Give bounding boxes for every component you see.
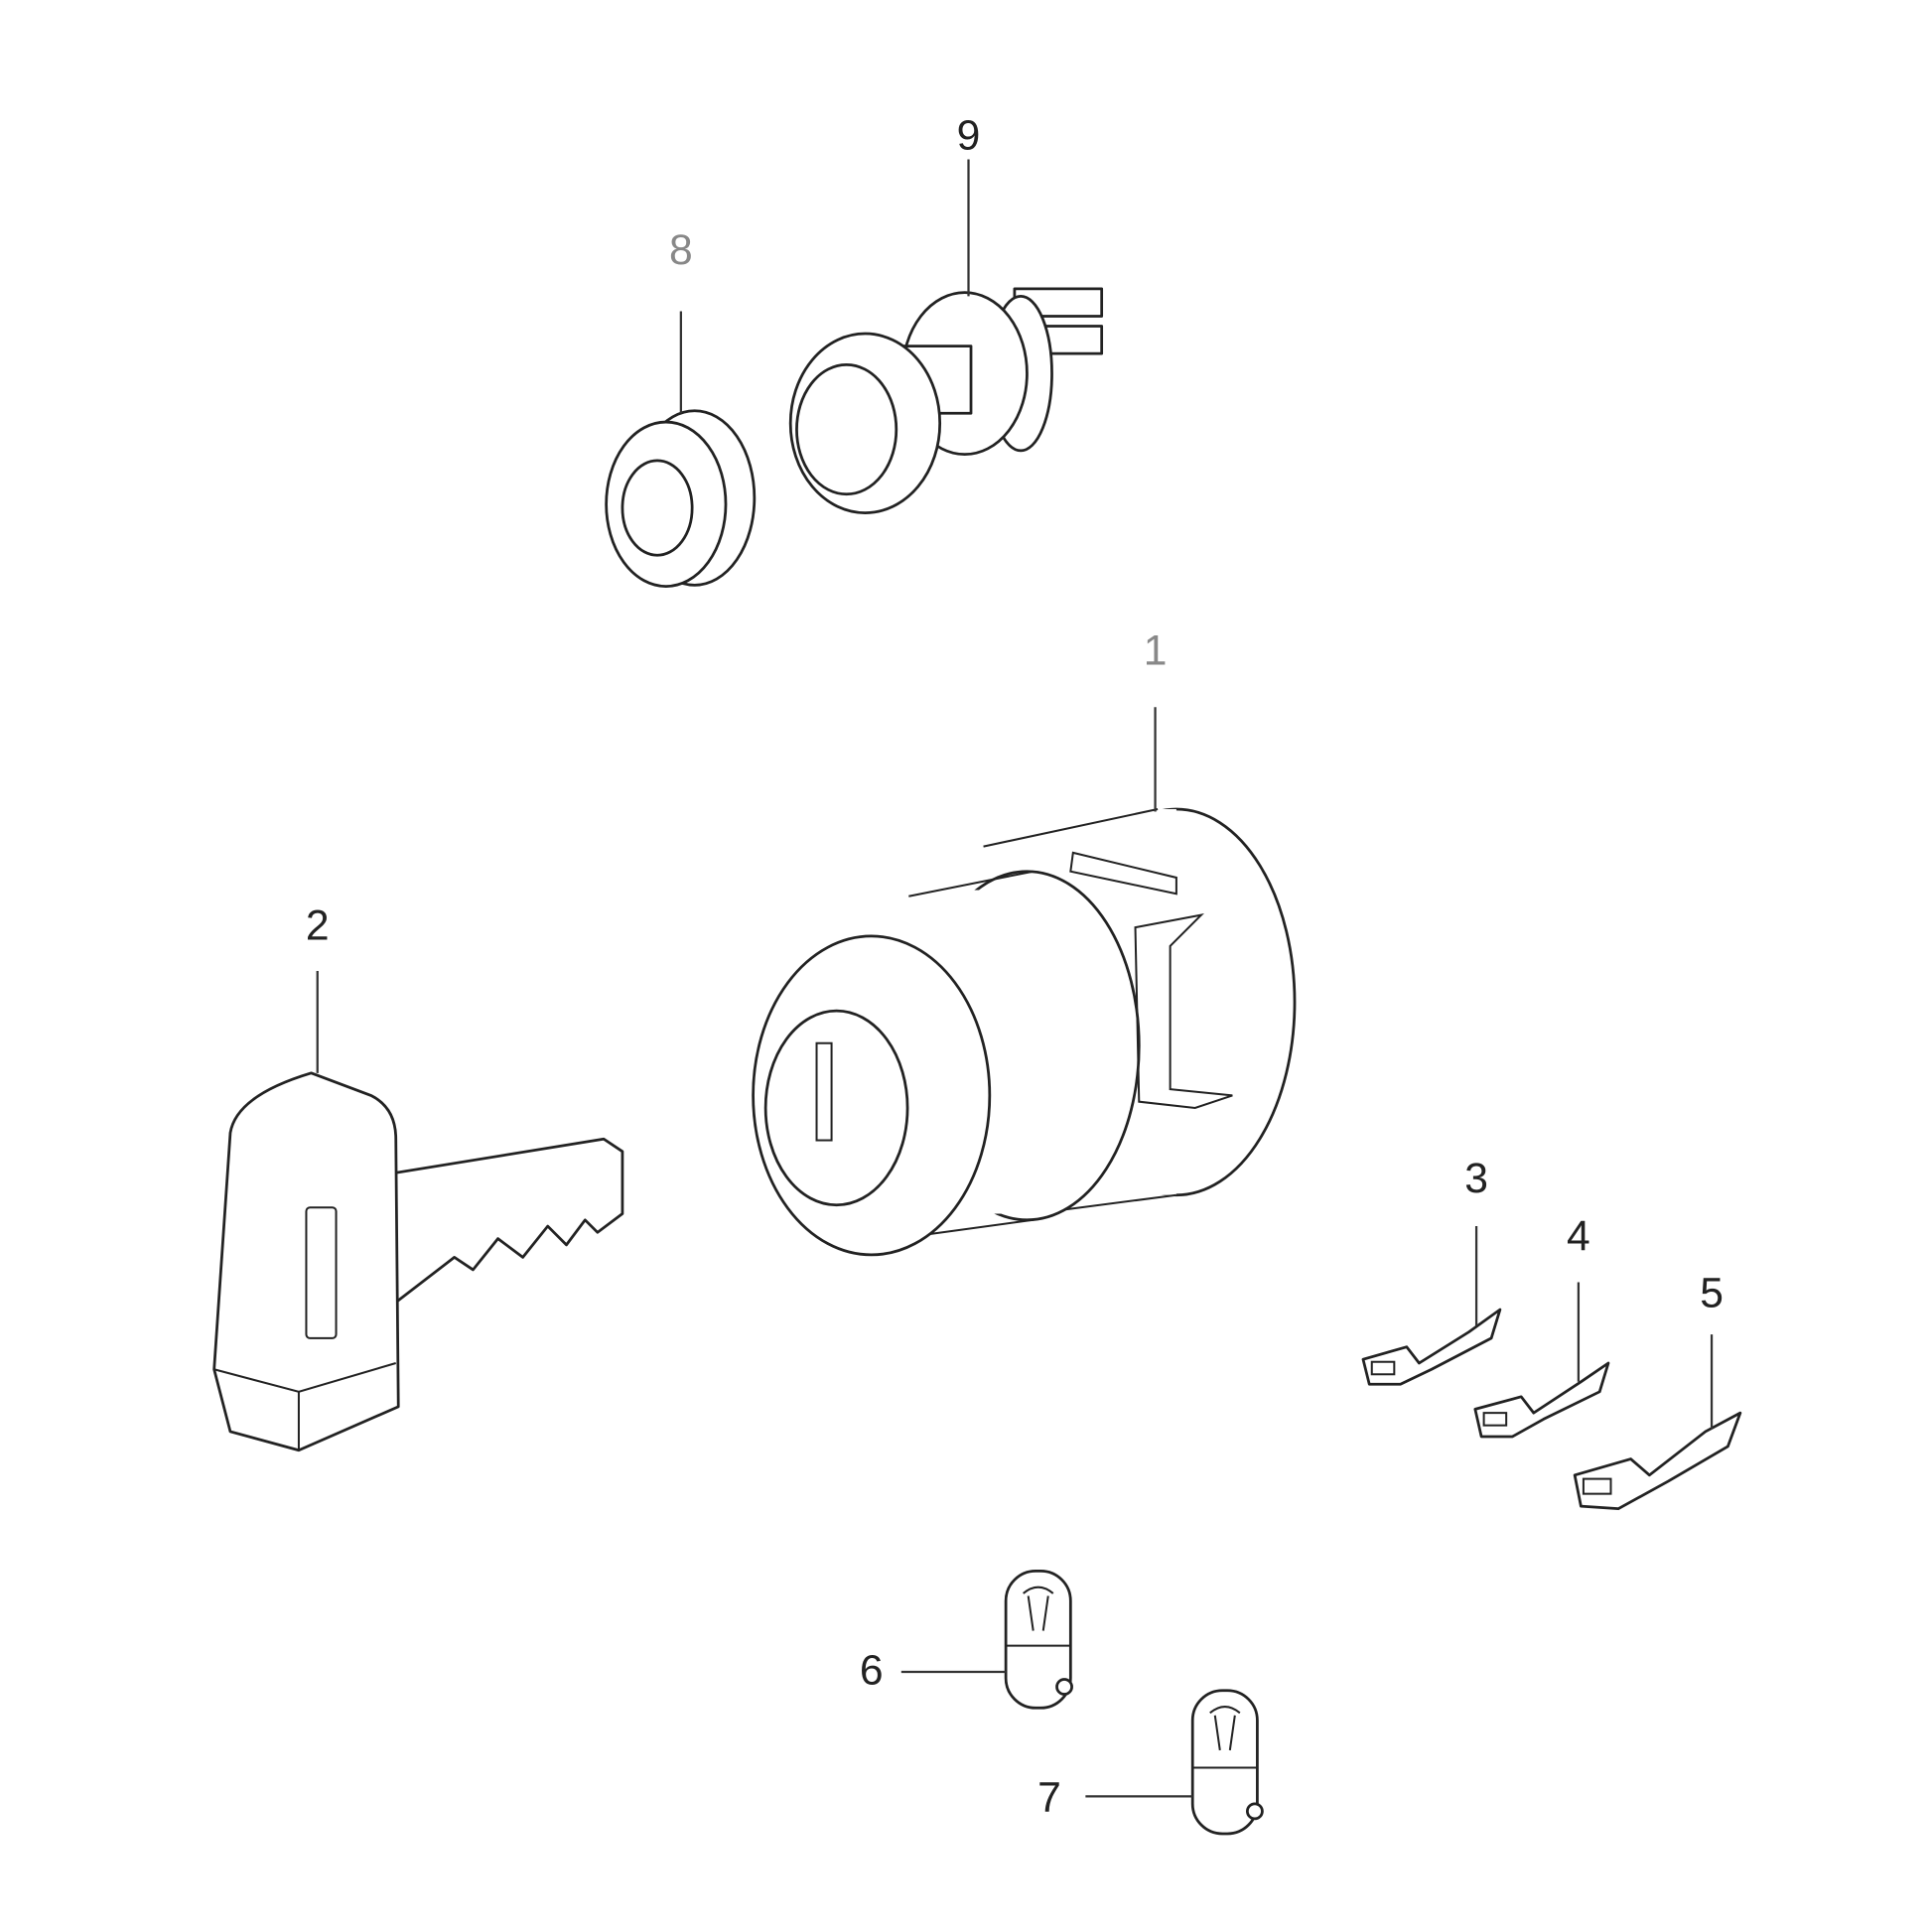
callout-3: 3 (1464, 1155, 1488, 1202)
part-6-bulb[interactable] (1004, 1569, 1073, 1710)
callout-6: 6 (860, 1646, 884, 1694)
callout-7: 7 (1037, 1773, 1061, 1821)
callout-1: 1 (1144, 627, 1168, 675)
part-2-key[interactable] (212, 1071, 624, 1452)
callout-8: 8 (669, 226, 693, 274)
part-4-terminal[interactable] (1473, 1361, 1610, 1439)
callout-4: 4 (1567, 1212, 1590, 1260)
part-8-lamp-cap[interactable] (605, 409, 757, 588)
part-3-terminal[interactable] (1361, 1308, 1502, 1386)
part-7-bulb[interactable] (1190, 1689, 1264, 1836)
part-5-terminal[interactable] (1573, 1411, 1742, 1511)
part-1-ignition-switch[interactable] (752, 807, 1297, 1257)
part-9-lamp-holder[interactable] (788, 287, 1104, 514)
callout-5: 5 (1700, 1270, 1724, 1317)
callout-9: 9 (957, 111, 981, 159)
callout-2: 2 (306, 902, 330, 950)
